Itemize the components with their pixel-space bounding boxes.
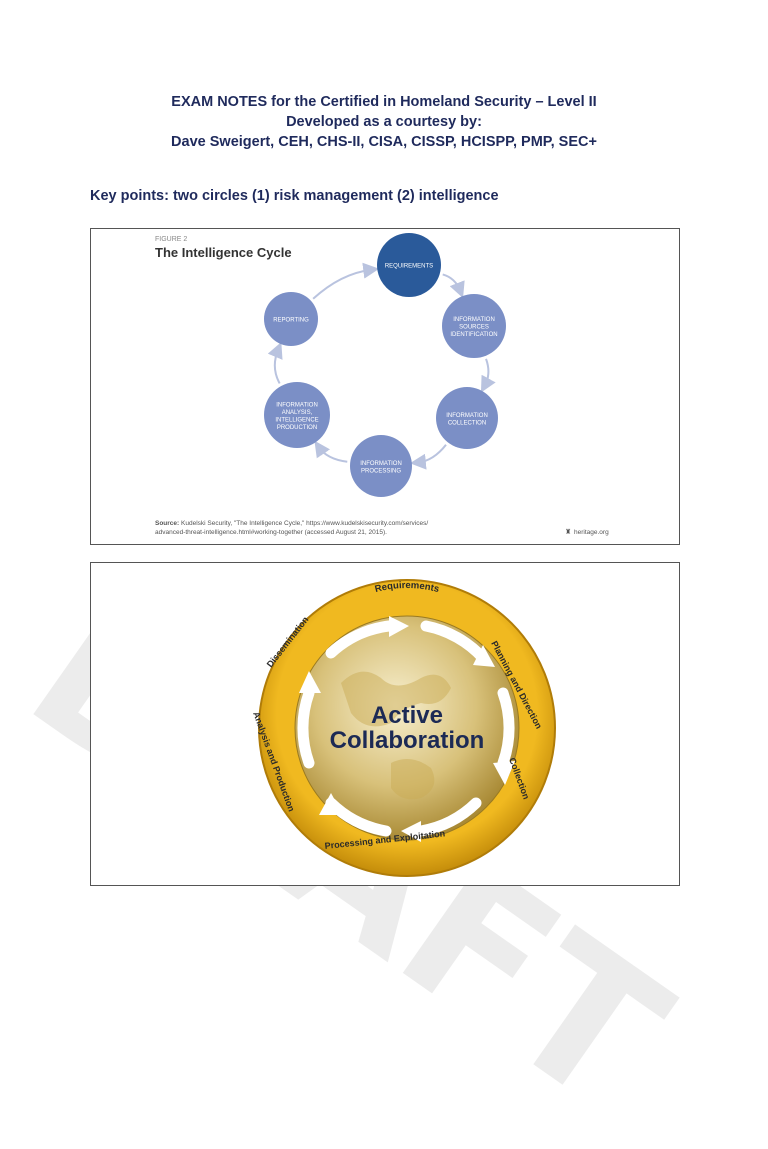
cycle-node-label: INFORMATION (276, 402, 318, 408)
cycle-node (436, 387, 498, 449)
cycle-node-label: REQUIREMENTS (385, 264, 433, 270)
source-text-2: advanced-threat-intelligence.html#workin… (155, 529, 387, 536)
cycle-node-label: ANALYSIS, (282, 410, 313, 416)
cycle-arrowheads (299, 616, 515, 842)
cycle-diagram: REQUIREMENTS INFORMATION SOURCESIDENTIFICA… (264, 233, 506, 497)
document-header: EXAM NOTES for the Certified in Homeland… (0, 92, 768, 152)
cycle-node-label: REPORTING (273, 318, 309, 324)
cycle-node-label: COLLECTION (448, 420, 486, 426)
cycle-node (264, 292, 318, 346)
cycle-node (350, 435, 412, 497)
cycle-node-label: INFORMATION (446, 413, 488, 419)
source-text-1: Kudelski Security, "The Intelligence Cyc… (179, 520, 428, 527)
cycle-node-label: IDENTIFICATION (450, 332, 497, 338)
cycle-arrows (297, 620, 515, 837)
heritage-logo-icon: ♜ (565, 528, 571, 536)
header-line-3: Dave Sweigert, CEH, CHS-II, CISA, CISSP,… (171, 134, 597, 150)
cycle-arrow (312, 262, 380, 300)
cycle-node-label: INTELLIGENCE (275, 417, 318, 423)
cycle-node-label: PRODUCTION (277, 425, 317, 431)
cycle-node (442, 294, 506, 358)
cycle-arrow (267, 342, 283, 384)
active-collaboration-figure: Active Collaboration Requirements Planni… (90, 562, 680, 886)
center-title-line-1: Active (371, 702, 443, 729)
cycle-node-label: INFORMATION (360, 461, 402, 467)
cycle-arrow (314, 440, 348, 463)
figure-source: Source: Kudelski Security, "The Intellig… (155, 520, 428, 527)
key-points-heading: Key points: two circles (1) risk managem… (90, 188, 499, 204)
header-line-1: EXAM NOTES for the Certified in Homeland… (171, 94, 597, 110)
cycle-arrow (480, 358, 496, 393)
header-line-2: Developed as a courtesy by: (286, 114, 482, 130)
center-title-line-2: Collaboration (330, 727, 485, 754)
cycle-node-label: SOURCES (459, 325, 489, 331)
source-label: Source: (155, 520, 179, 527)
cycle-arrow (442, 273, 465, 299)
cycle-arrow (409, 444, 447, 470)
cycle-node (377, 233, 441, 297)
ring-label-requirements: Requirements (374, 580, 440, 595)
cycle-ring (258, 579, 556, 877)
cycle-node-label: PROCESSING (361, 468, 401, 474)
figure-title: The Intelligence Cycle (155, 245, 292, 260)
cycle-node (264, 382, 330, 448)
brand-label: heritage.org (574, 529, 609, 536)
figure-label: FIGURE 2 (155, 236, 187, 243)
cycle-node-label: INFORMATION (453, 317, 495, 323)
intelligence-cycle-figure: FIGURE 2 The Intelligence Cycle REQUIREM… (90, 228, 680, 545)
